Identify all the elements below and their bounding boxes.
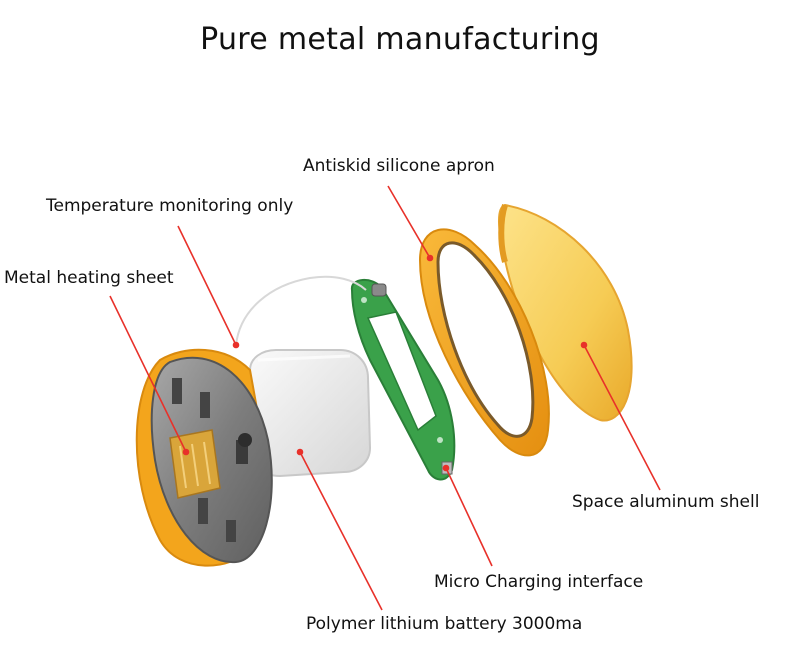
- metal-heating-sheet: [169, 429, 221, 499]
- leader-antiskid: [387, 185, 431, 259]
- leader-temperature: [177, 225, 237, 346]
- leader-shell: [583, 344, 661, 491]
- leader-charging: [445, 467, 493, 567]
- label-polymer-lithium-battery: Polymer lithium battery 3000ma: [306, 614, 583, 634]
- leader-battery: [299, 451, 383, 611]
- temperature-sensor-wire: [235, 275, 367, 346]
- page-title: Pure metal manufacturing: [200, 22, 600, 57]
- label-space-aluminum-shell: Space aluminum shell: [572, 492, 760, 512]
- leader-lines: [109, 185, 661, 611]
- label-micro-charging-interface: Micro Charging interface: [434, 572, 644, 592]
- silicone-apron: [418, 228, 550, 457]
- label-metal-heating-sheet: Metal heating sheet: [4, 268, 174, 288]
- leader-heating: [109, 295, 187, 453]
- label-antiskid-silicone-apron: Antiskid silicone apron: [303, 156, 495, 176]
- aluminum-shell: [498, 203, 633, 422]
- pcb-board: [350, 279, 456, 481]
- label-temperature-monitoring: Temperature monitoring only: [46, 196, 294, 216]
- heater-housing: [135, 348, 273, 567]
